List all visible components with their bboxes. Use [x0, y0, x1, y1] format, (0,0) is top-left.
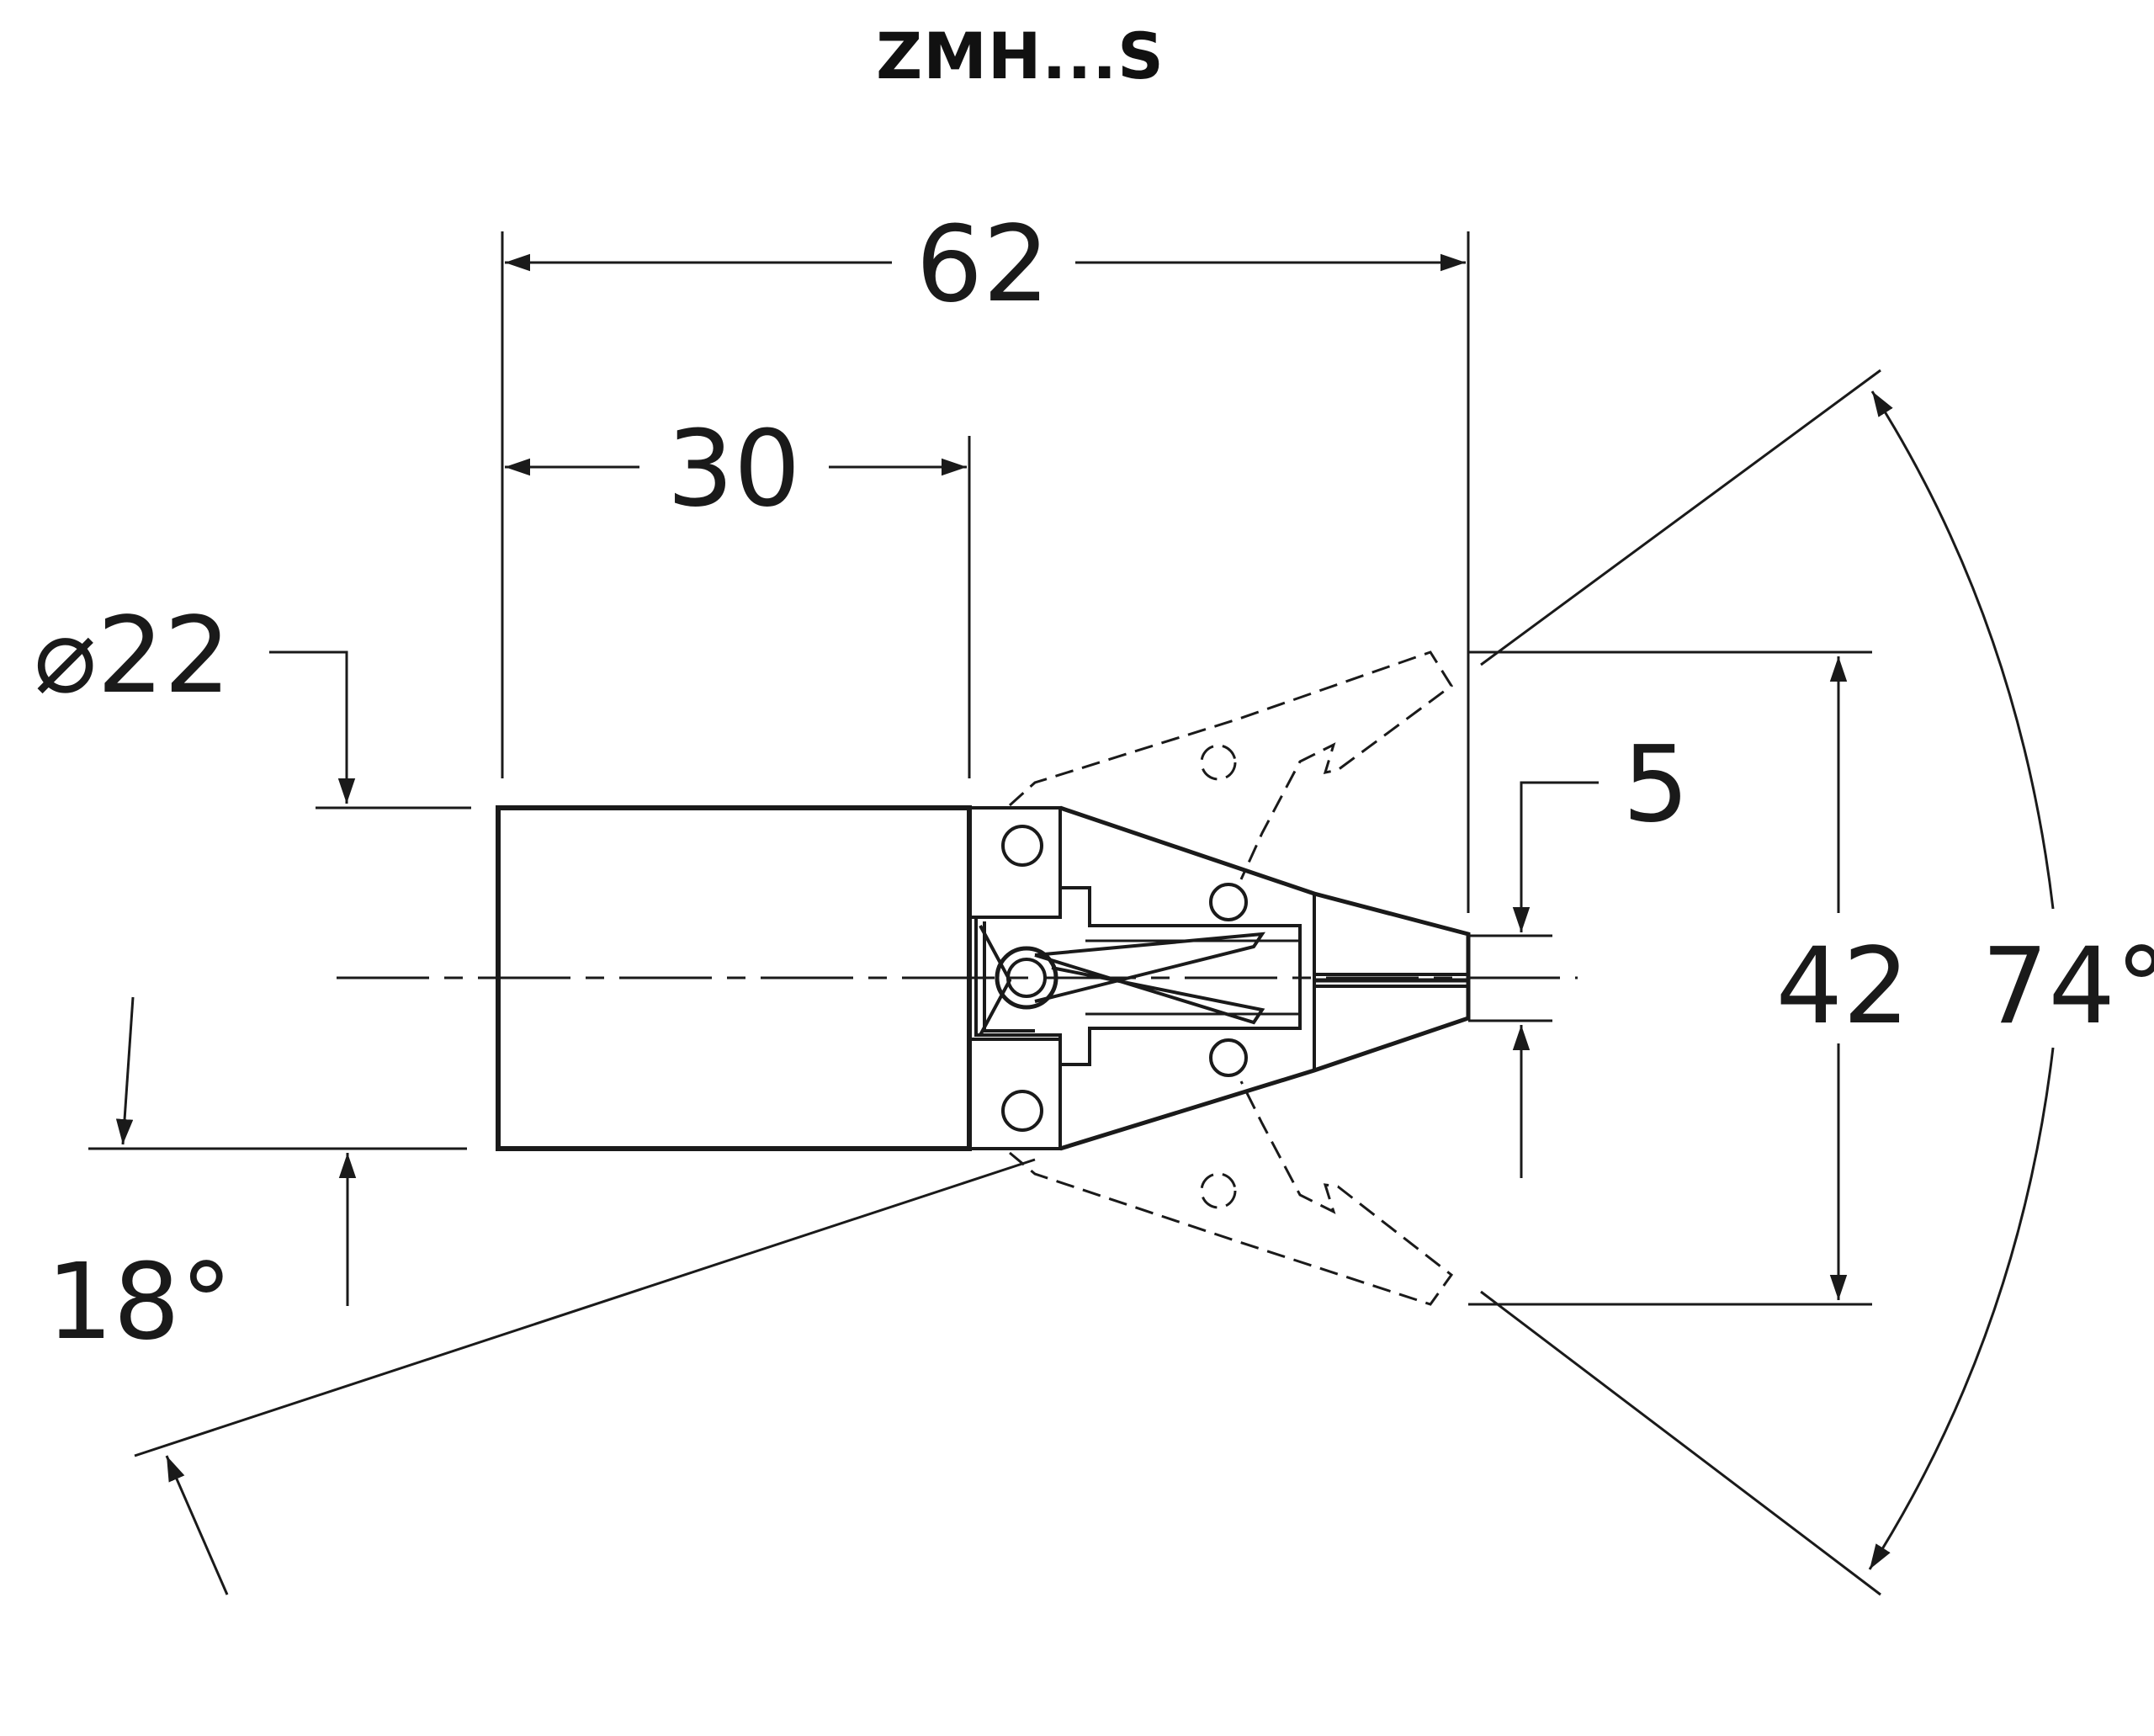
dimension-lines	[115, 253, 2055, 1595]
linkage-frame	[974, 886, 1302, 1066]
dim-diameter-label: ⌀22	[34, 595, 231, 717]
jaw-taper-lower	[1059, 980, 1471, 1151]
gripper-body	[496, 805, 1471, 1151]
dim-18-bottom-leader	[165, 1455, 229, 1595]
opened-jaw-outline	[1008, 650, 1454, 1306]
dim-42-label: 42	[1775, 926, 1909, 1048]
dim-62-label: 62	[915, 204, 1049, 326]
dim-74-arc-top	[1870, 390, 2055, 910]
jaw-taper-upper	[1059, 805, 1471, 983]
dim-5-label: 5	[1622, 724, 1690, 846]
cross-link-a	[1034, 932, 1265, 1003]
dim-5-leader-top	[1512, 781, 1599, 932]
cross-link-b	[1034, 953, 1265, 1025]
dim-74-label: 74°	[1982, 926, 2154, 1048]
screw-lower	[1001, 1090, 1043, 1132]
mount-block-lower	[968, 1038, 1062, 1150]
screw-upper	[1001, 825, 1043, 867]
pin-jaw-lower	[1209, 1038, 1248, 1077]
extension-lines	[88, 231, 1881, 1596]
dim-30-label: 30	[666, 408, 800, 530]
dim-diameter-leader	[269, 650, 356, 804]
page-title: ZMH...S	[876, 19, 1165, 93]
dim-74-arc-bottom	[1868, 1047, 2055, 1570]
pin-jaw-upper	[1209, 883, 1248, 921]
dim-18-label: 18°	[46, 1241, 233, 1363]
dim-18-upper-leader	[115, 996, 135, 1145]
